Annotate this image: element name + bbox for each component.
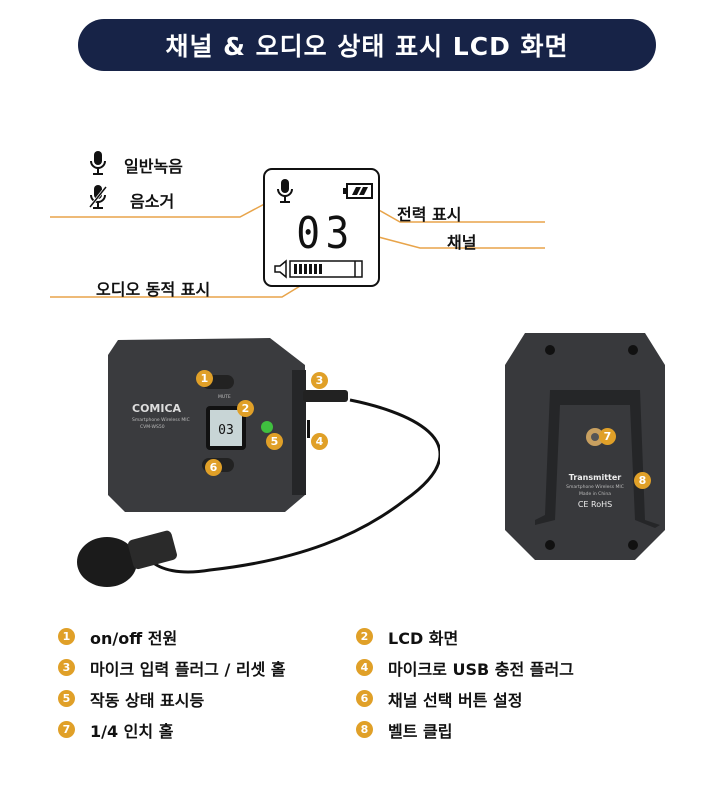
battery-icon [343, 183, 373, 199]
part-number-badge: 2 [356, 628, 373, 645]
part-number-badge: 7 [58, 721, 75, 738]
audio-level-bar [309, 264, 312, 274]
part-label: 마이크로 USB 충전 플러그 [388, 660, 574, 679]
callout-number-1: 1 [196, 370, 213, 387]
callout-number-7: 7 [599, 428, 616, 445]
callout-number-5: 5 [266, 433, 283, 450]
mic-plug [303, 390, 348, 402]
lavalier-clip [127, 530, 177, 570]
audio-level-bar [294, 264, 297, 274]
usb-port [307, 420, 310, 438]
part-number-badge: 6 [356, 690, 373, 707]
callout-number-3: 3 [311, 372, 328, 389]
page-title: 채널 & 오디오 상태 표시 LCD 화면 [165, 32, 569, 61]
device-lcd-channel: 03 [218, 423, 234, 438]
legend-normal-recording: 일반녹음 [124, 157, 183, 176]
lcd-microphone-icon [277, 179, 293, 203]
belt-clip [535, 390, 660, 528]
back-label-origin: Made in China [579, 491, 611, 497]
part-number-badge: 1 [58, 628, 75, 645]
audio-level-bars [294, 264, 322, 274]
label-power: 전력 표시 [397, 205, 462, 224]
speaker-icon [274, 259, 287, 279]
back-label-name: Transmitter [569, 473, 622, 482]
lavalier-foam [77, 537, 137, 587]
device-lcd [210, 410, 242, 446]
callout-number-2: 2 [237, 400, 254, 417]
mic-callout-line [50, 199, 273, 218]
part-number-badge: 3 [58, 659, 75, 676]
part-label: 채널 선택 버튼 설정 [388, 691, 523, 710]
part-label: on/off 전원 [90, 629, 178, 648]
back-label-subtitle: Smartphone Wireless MIC [566, 484, 624, 490]
status-led [261, 421, 273, 433]
callout-number-4: 4 [311, 433, 328, 450]
audio-level-bar [319, 264, 322, 274]
part-number-badge: 4 [356, 659, 373, 676]
part-label: 작동 상태 표시등 [90, 691, 205, 710]
device-subtitle: Smartphone Wireless MIC [132, 417, 190, 423]
part-label: 마이크 입력 플러그 / 리셋 홀 [90, 660, 286, 679]
front-device-illustration: 03 COMICA Smartphone Wireless MIC CVM-WS… [77, 338, 440, 587]
transmitter-back-body [505, 333, 665, 560]
legend-mute: 음소거 [130, 192, 175, 211]
page-title-banner: 채널 & 오디오 상태 표시 LCD 화면 [78, 19, 656, 71]
label-channel: 채널 [447, 233, 477, 252]
mute-label: MUTE [218, 394, 231, 400]
part-number-badge: 5 [58, 690, 75, 707]
audio-level-bar [299, 264, 302, 274]
lcd-screen-diagram: 03 [263, 168, 380, 287]
power-callout-line [369, 204, 545, 223]
microphone-muted-icon [88, 185, 108, 209]
microphone-icon [90, 151, 106, 175]
device-model: CVM-WS50 [140, 424, 165, 430]
audio-level-bar [304, 264, 307, 274]
audio-level-bar [314, 264, 317, 274]
part-label: 벨트 클립 [388, 722, 453, 741]
back-device-illustration: Transmitter Smartphone Wireless MIC Made… [505, 333, 665, 560]
part-number-badge: 8 [356, 721, 373, 738]
callout-number-6: 6 [205, 459, 222, 476]
label-audio: 오디오 동적 표시 [96, 280, 211, 299]
audio-level-meter [274, 259, 363, 279]
certification-marks: CE RoHS [578, 500, 612, 509]
lcd-channel-number: 03 [296, 208, 355, 259]
callout-number-8: 8 [634, 472, 651, 489]
part-label: LCD 화면 [388, 629, 459, 648]
part-label: 1/4 인치 홀 [90, 722, 174, 741]
microphone-cable [148, 398, 440, 574]
brand-logo: COMICA [132, 402, 182, 415]
